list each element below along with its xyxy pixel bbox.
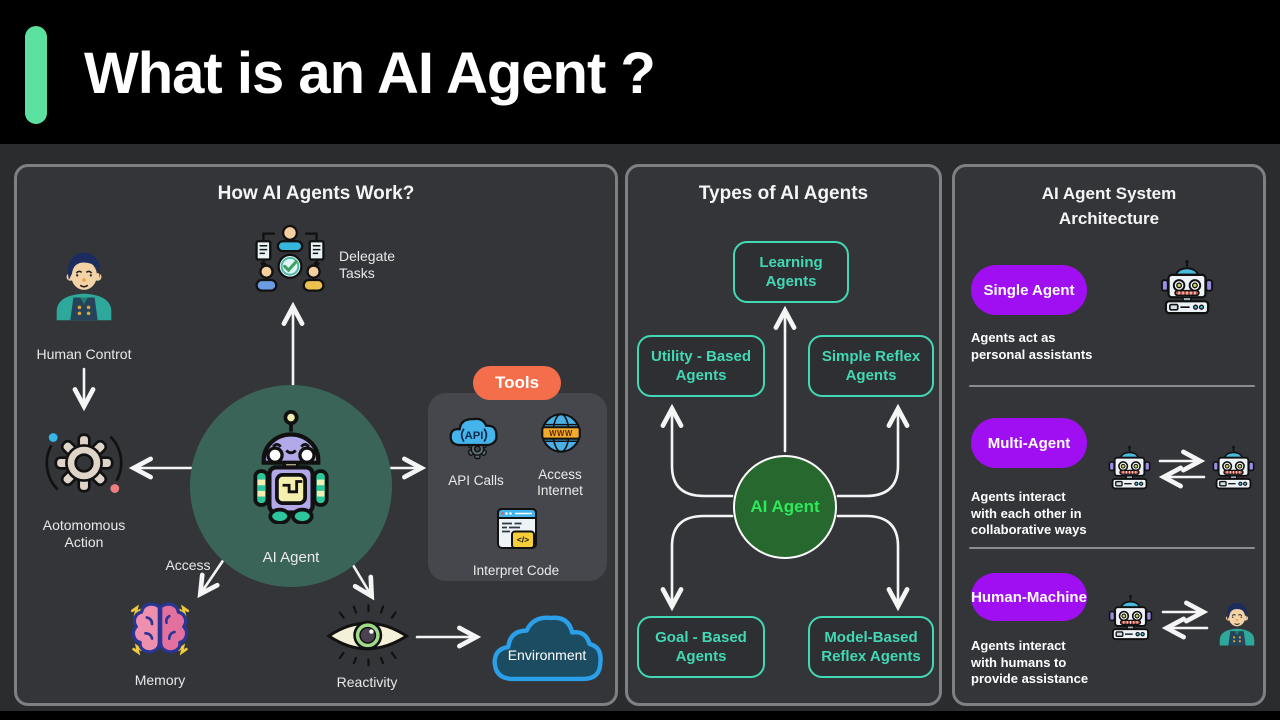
types-center-ai-agent: AI Agent bbox=[733, 455, 837, 559]
reactivity-eye-icon bbox=[326, 604, 410, 667]
delegate-tasks-label: Delegate Tasks bbox=[339, 248, 396, 281]
environment-label: Environment bbox=[507, 647, 587, 663]
panel-architecture: AI Agent System Architecture Single Agen… bbox=[952, 164, 1266, 706]
single-agent-robot-icon bbox=[1154, 259, 1220, 325]
access-label: Access bbox=[165, 557, 211, 573]
api-calls-icon: API bbox=[449, 417, 498, 460]
interpret-code-icon: </> bbox=[497, 508, 537, 549]
multi-agent-robot-left-icon bbox=[1103, 445, 1156, 498]
autonomous-action-label: Aotomomous Action bbox=[42, 517, 126, 550]
interpret-code-label: Interpret Code bbox=[472, 563, 560, 578]
access-internet-label: Access Internet bbox=[537, 467, 583, 498]
delegate-tasks-icon bbox=[255, 224, 325, 292]
page-title: What is an AI Agent ? bbox=[84, 41, 656, 106]
human-machine-robot-icon bbox=[1103, 594, 1158, 649]
code-glyph-text: </> bbox=[517, 535, 529, 545]
ai-agent-label: AI Agent bbox=[262, 549, 320, 566]
reactivity-label: Reactivity bbox=[336, 674, 398, 690]
multi-agent-robot-right-icon bbox=[1207, 445, 1260, 498]
ai-agent-robot-icon bbox=[253, 410, 329, 524]
badge-human-machine: Human-Machine bbox=[971, 573, 1087, 621]
api-calls-label: API Calls bbox=[448, 473, 504, 488]
bottom-band bbox=[0, 711, 1280, 720]
panel-how-title: How AI Agents Work? bbox=[217, 183, 415, 204]
multi-agent-arrows bbox=[1158, 449, 1206, 489]
human-machine-arrows bbox=[1161, 600, 1209, 640]
environment-cloud-icon bbox=[492, 615, 603, 682]
header-band: What is an AI Agent ? bbox=[0, 0, 1280, 144]
badge-single-agent: Single Agent bbox=[971, 265, 1087, 315]
api-text: API bbox=[465, 430, 484, 442]
memory-brain-icon bbox=[130, 602, 190, 656]
www-text: WWW bbox=[549, 429, 573, 438]
gear-icon bbox=[45, 433, 123, 493]
panel-how-ai-agents-work: How AI Agents Work? Human Controt bbox=[14, 164, 618, 706]
access-internet-icon: WWW bbox=[541, 413, 581, 453]
badge-multi-agent: Multi-Agent bbox=[971, 418, 1087, 468]
human-machine-person-icon bbox=[1213, 596, 1261, 648]
divider bbox=[969, 385, 1255, 387]
memory-label: Memory bbox=[134, 672, 186, 688]
title-accent-bar bbox=[25, 26, 47, 124]
tools-badge: Tools bbox=[473, 366, 561, 400]
panel-arch-title: AI Agent System Architecture bbox=[1041, 184, 1177, 228]
multi-agent-desc: Agents interact with each other in colla… bbox=[971, 489, 1087, 537]
single-agent-desc: Agents act as personal assistants bbox=[971, 330, 1093, 362]
divider bbox=[969, 547, 1255, 549]
human-control-label: Human Controt bbox=[36, 346, 132, 362]
human-icon bbox=[46, 233, 122, 333]
panel-types-title: Types of AI Agents bbox=[698, 183, 869, 204]
human-machine-desc: Agents interact with humans to provide a… bbox=[971, 638, 1089, 686]
